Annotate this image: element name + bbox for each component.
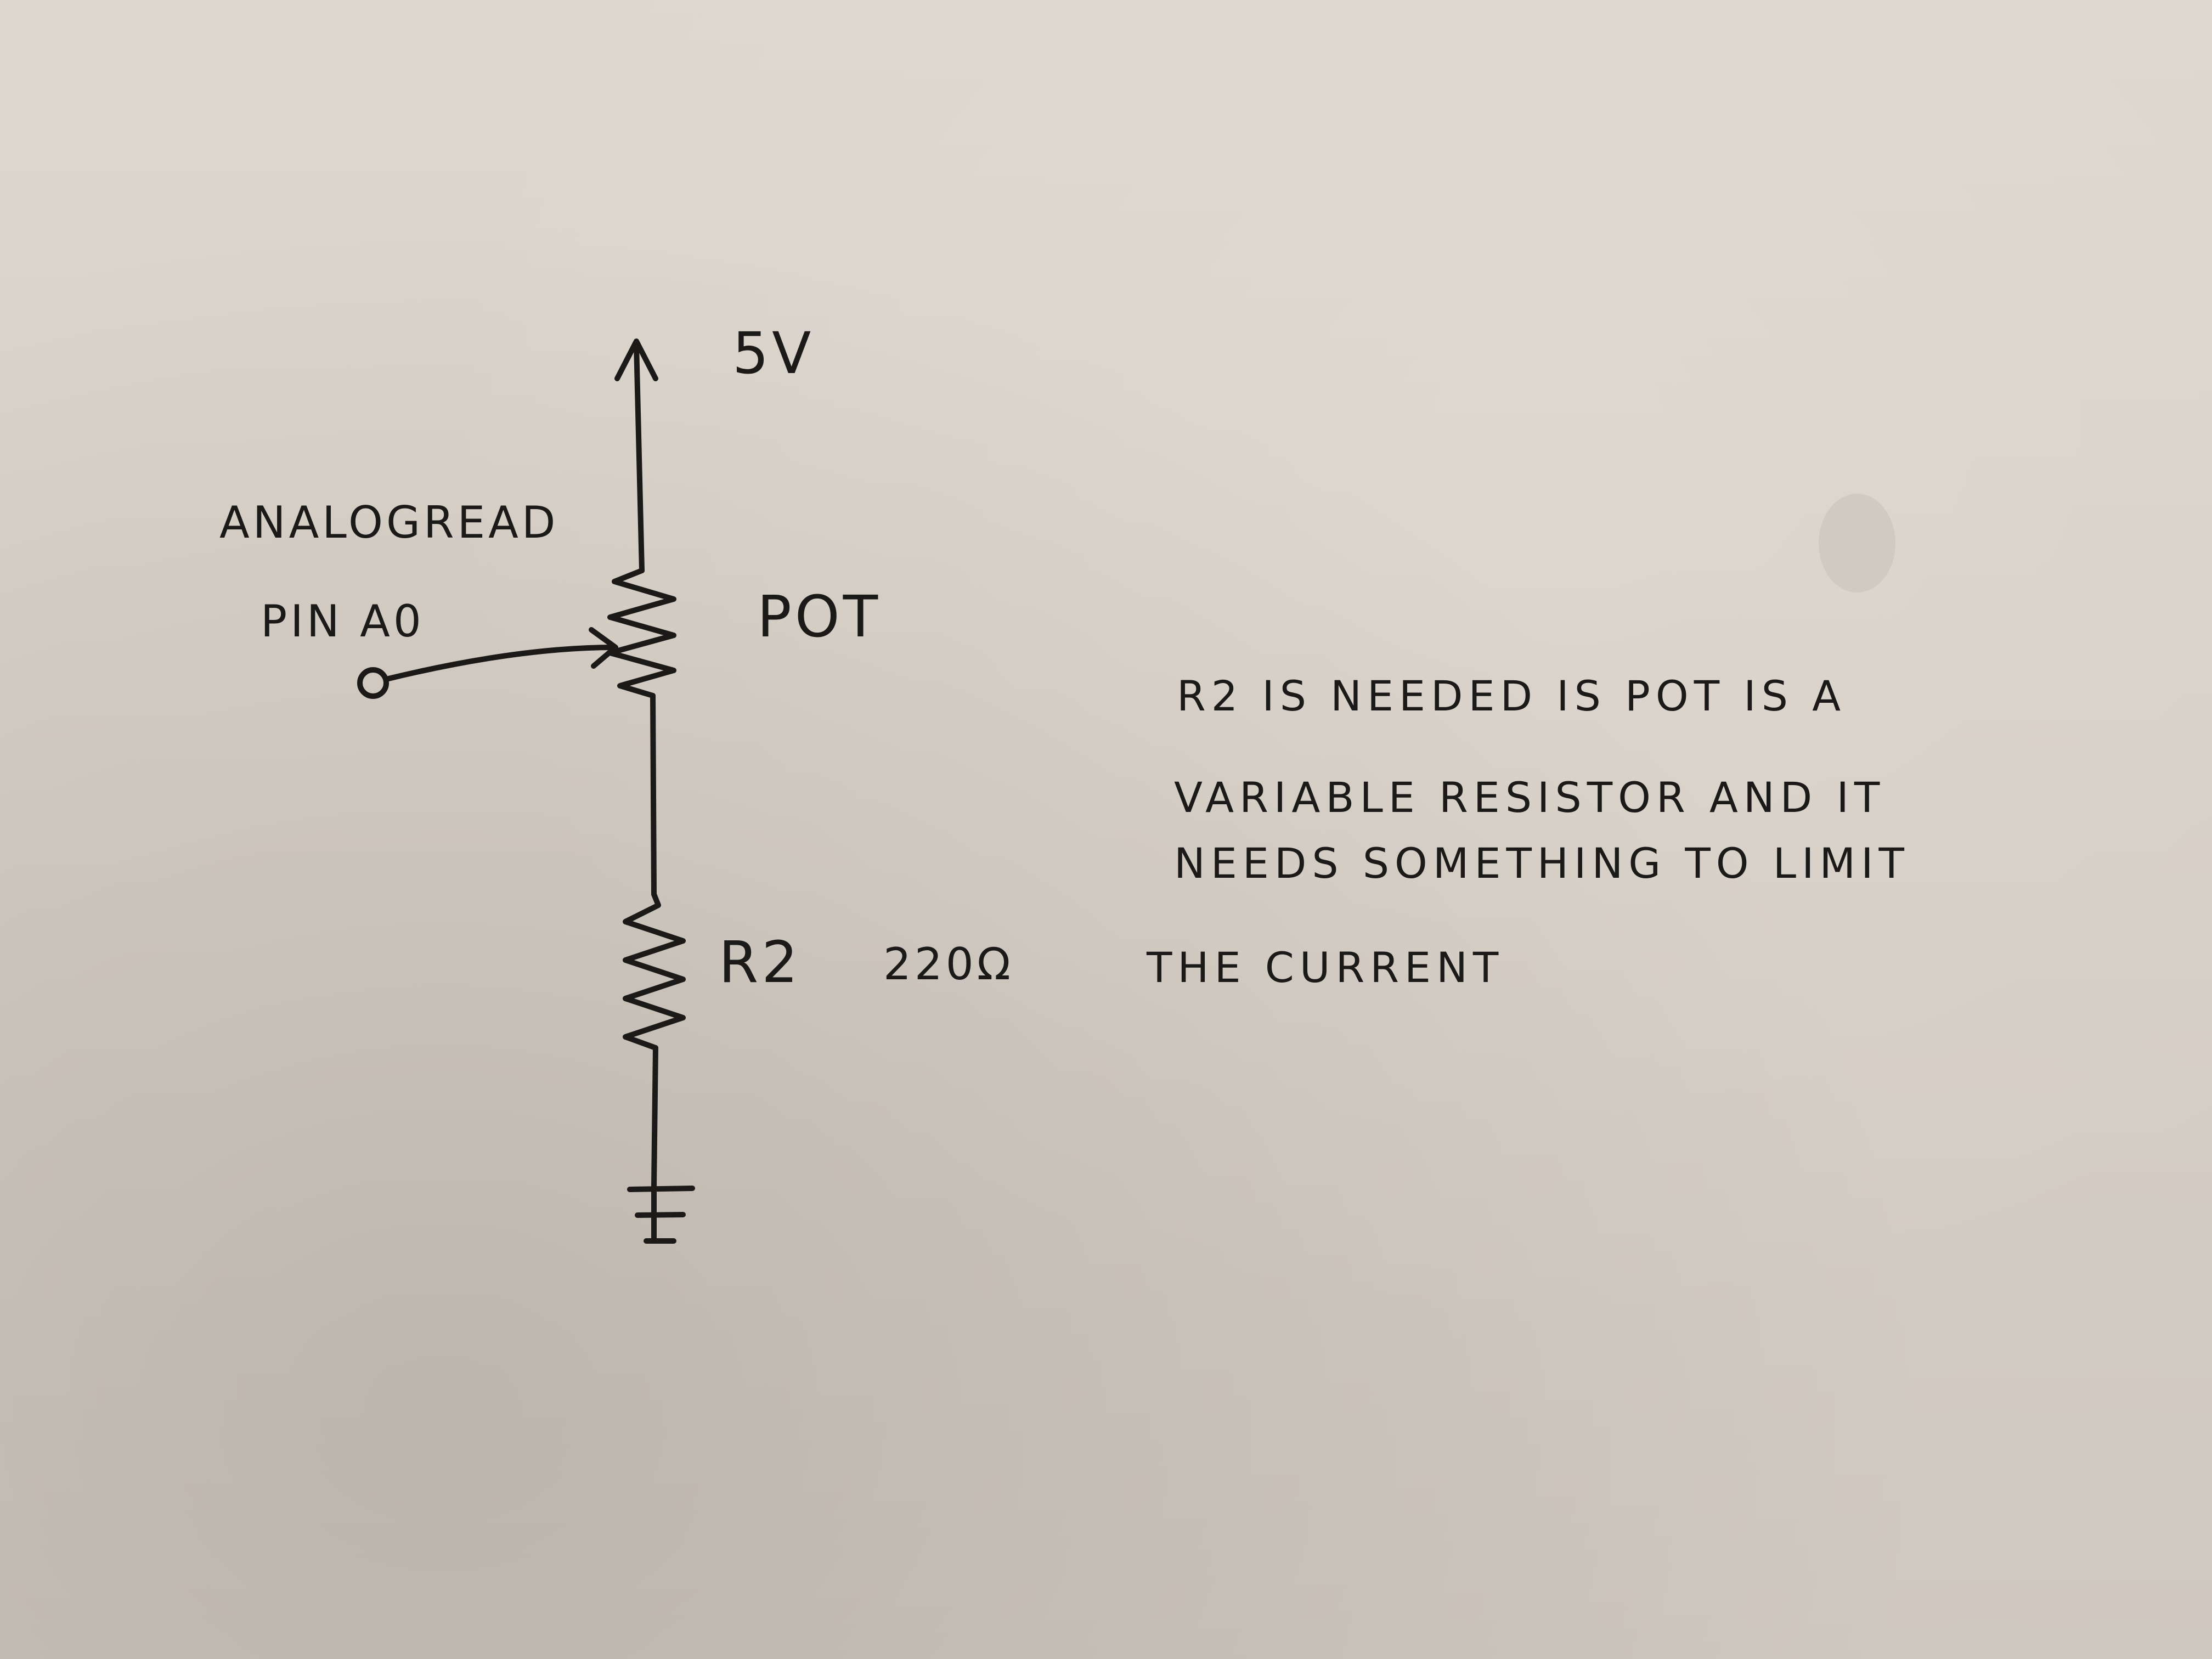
resistor-value-label: 220Ω (883, 939, 1014, 990)
pot-label: POT (757, 583, 881, 650)
note-line-1: R2 IS NEEDED IS POT IS A (1177, 672, 1846, 720)
paper-smudge (1819, 494, 1895, 592)
analogread-label: ANALOGREAD (219, 497, 558, 548)
pin-a0-label: PIN A0 (261, 596, 425, 647)
supply-arrow (614, 338, 658, 381)
note-line-3: NEEDS SOMETHING TO LIMIT (1174, 839, 1910, 888)
note-line-2: VARIABLE RESISTOR AND IT (1174, 773, 1885, 822)
supply-voltage-label: 5V (732, 320, 814, 387)
ground-icon (627, 1182, 695, 1244)
resistor-name-label: R2 (719, 929, 801, 996)
potentiometer-symbol (607, 568, 676, 698)
resistor-r2-symbol (623, 891, 686, 1051)
supply-wire (634, 342, 645, 573)
wiper-wire (383, 645, 617, 682)
ground-wire (651, 1045, 658, 1188)
middle-wire (650, 693, 657, 897)
note-line-4: THE CURRENT (1146, 943, 1504, 992)
wiper-arrowhead (589, 627, 618, 669)
pin-a0-terminal (357, 667, 389, 699)
